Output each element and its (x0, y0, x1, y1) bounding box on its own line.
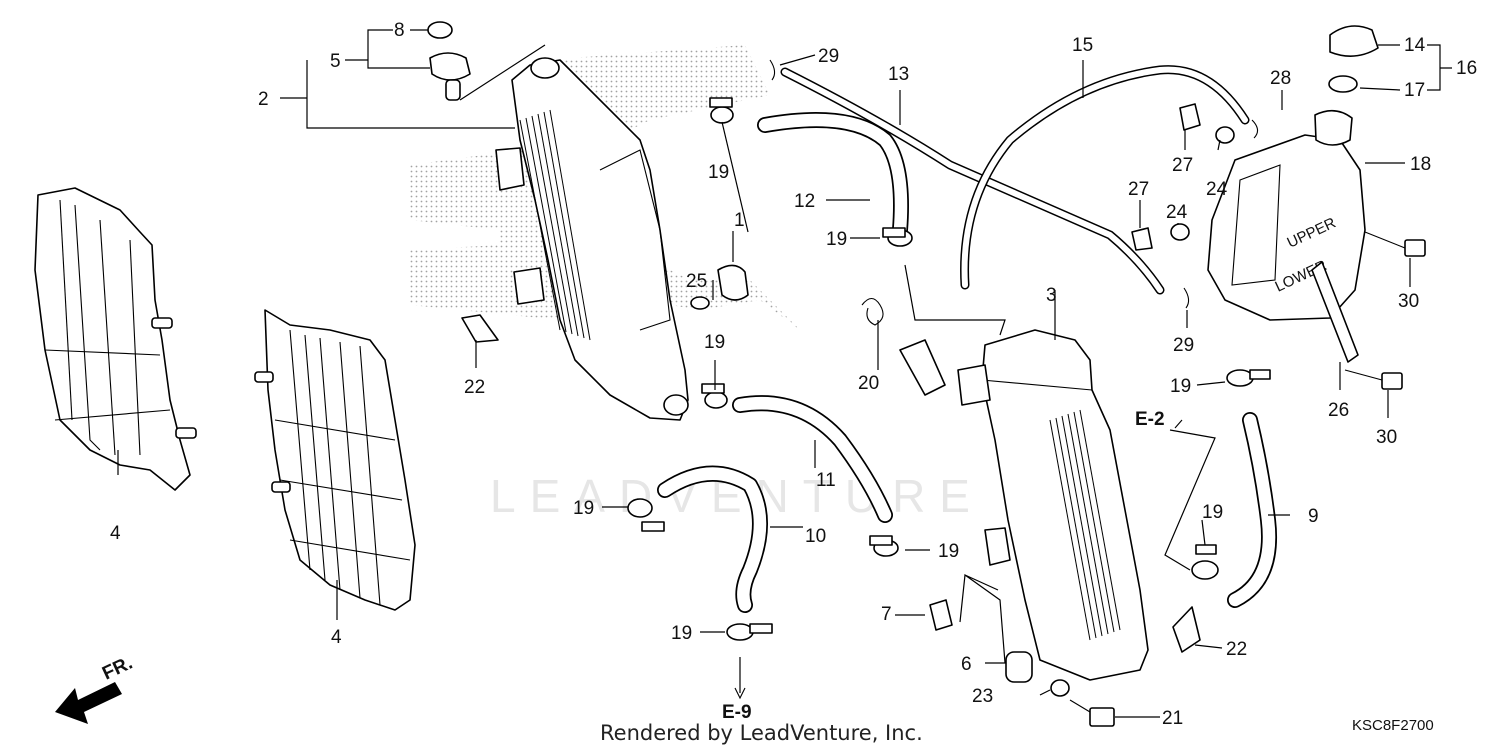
bolt-30-upper (1364, 231, 1426, 257)
radiator-left (495, 57, 689, 421)
reserve-tank: UPPER LOWER (1207, 109, 1366, 321)
callout-8: 8 (394, 20, 405, 41)
callout-11: 11 (816, 470, 836, 491)
callout-22-left: 22 (464, 377, 485, 398)
collar-7 (929, 599, 953, 631)
callout-4-center: 4 (331, 627, 342, 648)
callout-18: 18 (1410, 154, 1431, 175)
clip-29-lower (1183, 287, 1190, 309)
callout-24-lower: 24 (1166, 202, 1188, 223)
callout-27-upper: 27 (1172, 155, 1193, 176)
callout-6: 6 (961, 654, 972, 675)
callout-14: 14 (1404, 35, 1426, 56)
callout-22-right: 22 (1226, 639, 1247, 660)
callout-15: 15 (1072, 35, 1093, 56)
callout-21: 21 (1162, 708, 1183, 729)
hose-15 (960, 65, 1250, 290)
callout-19-f: 19 (671, 623, 692, 644)
callout-19-e: 19 (938, 541, 959, 562)
radiator-shroud-left (34, 187, 197, 491)
shading-area (410, 45, 800, 330)
callout-26: 26 (1328, 400, 1349, 421)
footer-rendered-by: Rendered by LeadVenture, Inc. (600, 721, 923, 745)
ref-e9: E-9 (722, 702, 752, 723)
hose-11 (732, 395, 893, 523)
callout-13: 13 (888, 64, 909, 85)
callout-24-upper: 24 (1206, 179, 1228, 200)
callout-29-upper: 29 (818, 46, 839, 67)
callout-7: 7 (881, 604, 892, 625)
callout-19-a: 19 (708, 162, 729, 183)
callout-19-d: 19 (573, 498, 594, 519)
radiator-cap (427, 21, 546, 101)
clip-29-upper (769, 59, 776, 81)
radiator-right (957, 329, 1149, 681)
callout-19-b: 19 (826, 229, 847, 250)
clip-left (461, 314, 499, 343)
hose-12 (757, 112, 909, 238)
front-direction-arrow: FR. (55, 653, 136, 724)
callout-19-h: 19 (1202, 502, 1223, 523)
bolt-21 (1069, 699, 1115, 727)
callout-16: 16 (1456, 58, 1477, 79)
clip-right (1172, 606, 1201, 653)
callout-17: 17 (1404, 80, 1425, 101)
clamp-19-b (882, 227, 913, 247)
clamp-19-e (869, 535, 899, 557)
leader-lines (117, 29, 1452, 718)
stay-26 (1311, 261, 1359, 363)
callout-numbers: 1 2 3 4 4 5 6 7 8 9 10 11 12 13 14 15 16… (110, 20, 1477, 729)
clip-28 (1251, 119, 1259, 139)
cap-seal (1328, 75, 1358, 93)
callout-4-left: 4 (110, 523, 121, 544)
hose-10 (657, 465, 768, 613)
callout-2: 2 (258, 89, 269, 110)
drain-bolt (690, 264, 749, 310)
grommet-6 (1005, 651, 1033, 683)
diagram-code: KSC8F2700 (1352, 717, 1434, 734)
callout-19-g: 19 (1170, 376, 1191, 397)
clamp-19-g (1226, 369, 1271, 387)
grommet-24-upper (1215, 126, 1235, 144)
clamp-19-a (709, 97, 734, 124)
callout-1: 1 (734, 210, 745, 231)
clamp-19-f (726, 623, 773, 641)
grommet-24-lower (1170, 223, 1190, 241)
collar-27-lower (1131, 227, 1153, 251)
front-direction-label: FR. (99, 653, 136, 685)
callout-30-upper: 30 (1398, 291, 1419, 312)
collar-27-upper (1179, 103, 1201, 131)
bracket-20 (861, 297, 946, 396)
tank-cap (1329, 25, 1379, 57)
callout-25: 25 (686, 271, 707, 292)
callout-27-lower: 27 (1128, 179, 1149, 200)
callout-30-lower: 30 (1376, 427, 1397, 448)
callout-20: 20 (858, 373, 879, 394)
callout-5: 5 (330, 51, 341, 72)
callout-28: 28 (1270, 68, 1291, 89)
bolt-30-lower (1344, 369, 1403, 390)
washer-23 (1050, 679, 1070, 697)
callout-3: 3 (1046, 285, 1057, 306)
radiator-grille-center (254, 309, 416, 611)
hose-13 (780, 67, 1165, 295)
clamp-19-c (701, 383, 728, 409)
callout-10: 10 (805, 526, 826, 547)
clamp-19-d (627, 498, 665, 532)
callout-9: 9 (1308, 506, 1319, 527)
callout-23: 23 (972, 686, 993, 707)
callout-12: 12 (794, 191, 815, 212)
clamp-19-h (1191, 544, 1219, 580)
callout-19-c: 19 (704, 332, 725, 353)
hose-9 (1227, 412, 1277, 608)
ref-e2: E-2 (1135, 409, 1165, 430)
callout-29-lower: 29 (1173, 335, 1194, 356)
